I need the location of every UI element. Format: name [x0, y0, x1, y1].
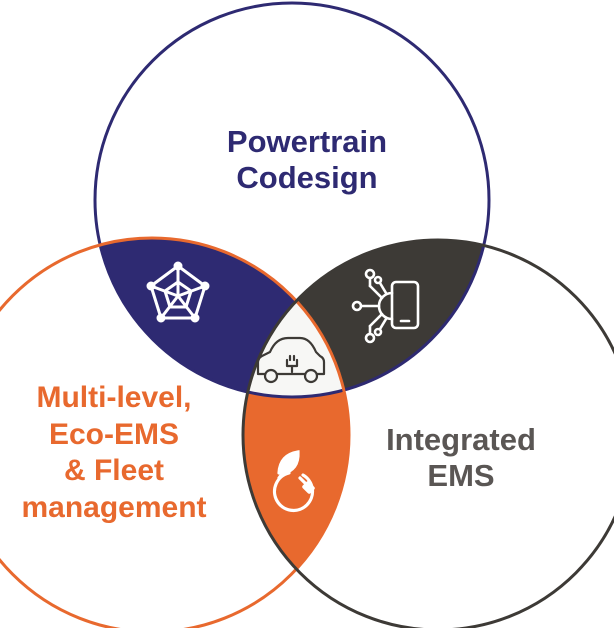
label-line: Powertrain	[226, 124, 388, 159]
eco-plug-icon	[272, 450, 315, 513]
label-line: & Fleet	[63, 454, 165, 488]
electric-car-icon	[256, 336, 326, 384]
smartphone-network-icon	[351, 268, 420, 344]
circle-multilevel	[0, 236, 351, 628]
label-line: EMS	[427, 457, 495, 493]
label-line: Codesign	[236, 159, 378, 195]
label-line: Integrated	[386, 422, 536, 457]
overlap-powertrain-integrated	[243, 240, 489, 397]
label-line: Multi-level,	[36, 381, 192, 414]
powertrain-codesign-label: Powertrain Codesign	[157, 124, 457, 196]
circle-integrated	[241, 238, 614, 628]
radar-chart-icon	[146, 261, 210, 323]
integrated-ems-label: Integrated EMS	[352, 422, 570, 494]
label-line: management	[21, 490, 207, 524]
circle-powertrain	[93, 1, 491, 399]
multilevel-eco-ems-label: Multi-level, Eco-EMS & Fleet management	[0, 380, 228, 526]
label-line: Eco-EMS	[48, 417, 180, 451]
overlap-powertrain-multilevel	[95, 238, 349, 397]
